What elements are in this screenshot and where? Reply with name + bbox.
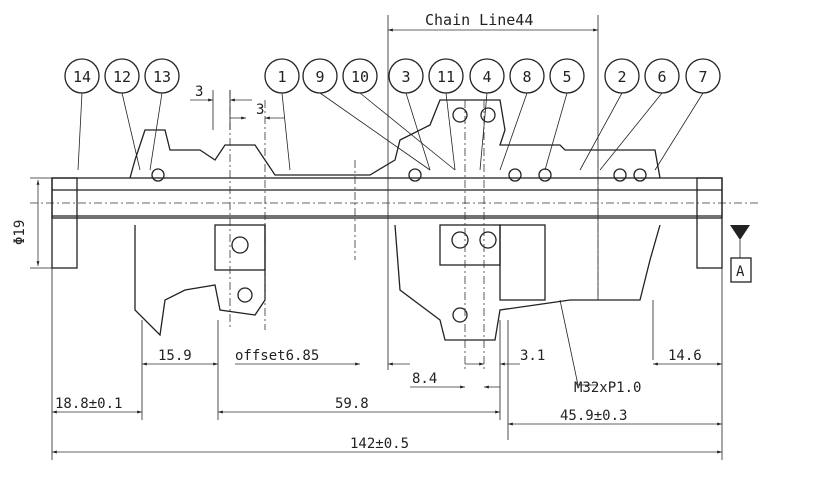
- balloon-label: 6: [657, 68, 666, 86]
- balloon-label: 2: [617, 68, 626, 86]
- balloon-7: 7: [654, 58, 721, 171]
- balloon-label: 3: [401, 68, 410, 86]
- balloon-label: 10: [351, 68, 369, 86]
- balloon-label: 12: [113, 68, 131, 86]
- dim-3-left: 3: [195, 84, 203, 100]
- balloon-14: 14: [64, 58, 100, 171]
- dim-offset: offset6.85: [235, 348, 319, 364]
- dim-8-4: 8.4: [412, 371, 437, 387]
- balloon-12: 12: [104, 58, 141, 171]
- dim-3-1: 3.1: [520, 348, 545, 364]
- balloon-8: 8: [499, 58, 545, 171]
- dim-3-right: 3: [256, 102, 264, 118]
- balloon-label: 8: [522, 68, 531, 86]
- hub-shell: [129, 90, 661, 370]
- dim-142: 142±0.5: [350, 436, 409, 452]
- balloon-4: 4: [469, 58, 505, 171]
- balloon-label: 14: [73, 68, 91, 86]
- datum-label: A: [736, 264, 745, 280]
- balloon-1: 1: [264, 58, 300, 171]
- part-balloons: 14 12 13 1 9 10 3 11 4 8 5 2 6 7: [64, 58, 721, 171]
- diameter-label: Φ19: [12, 220, 28, 245]
- balloon-label: 5: [562, 68, 571, 86]
- balloon-label: 11: [437, 68, 455, 86]
- chain-line-dimension: Chain Line44: [387, 11, 599, 370]
- balloon-label: 13: [153, 68, 171, 86]
- balloon-10: 10: [342, 58, 456, 171]
- balloon-9: 9: [302, 58, 431, 171]
- balloon-11: 11: [428, 58, 464, 171]
- balloon-label: 7: [698, 68, 707, 86]
- balloon-6: 6: [599, 58, 680, 171]
- axle: [30, 177, 760, 269]
- balloon-2: 2: [579, 58, 640, 171]
- chain-line-label: Chain Line44: [425, 11, 533, 29]
- dim-18-8: 18.8±0.1: [55, 396, 122, 412]
- thread-label: M32xP1.0: [574, 380, 641, 396]
- balloon-label: 9: [315, 68, 324, 86]
- balloon-13: 13: [144, 58, 180, 171]
- balloon-label: 1: [277, 68, 286, 86]
- dim-59-8: 59.8: [335, 396, 369, 412]
- balloon-5: 5: [544, 58, 585, 171]
- dim-45-9: 45.9±0.3: [560, 408, 627, 424]
- dim-14-6: 14.6: [668, 348, 702, 364]
- dim-15-9: 15.9: [158, 348, 192, 364]
- balloon-label: 4: [482, 68, 491, 86]
- balloon-3: 3: [388, 58, 431, 171]
